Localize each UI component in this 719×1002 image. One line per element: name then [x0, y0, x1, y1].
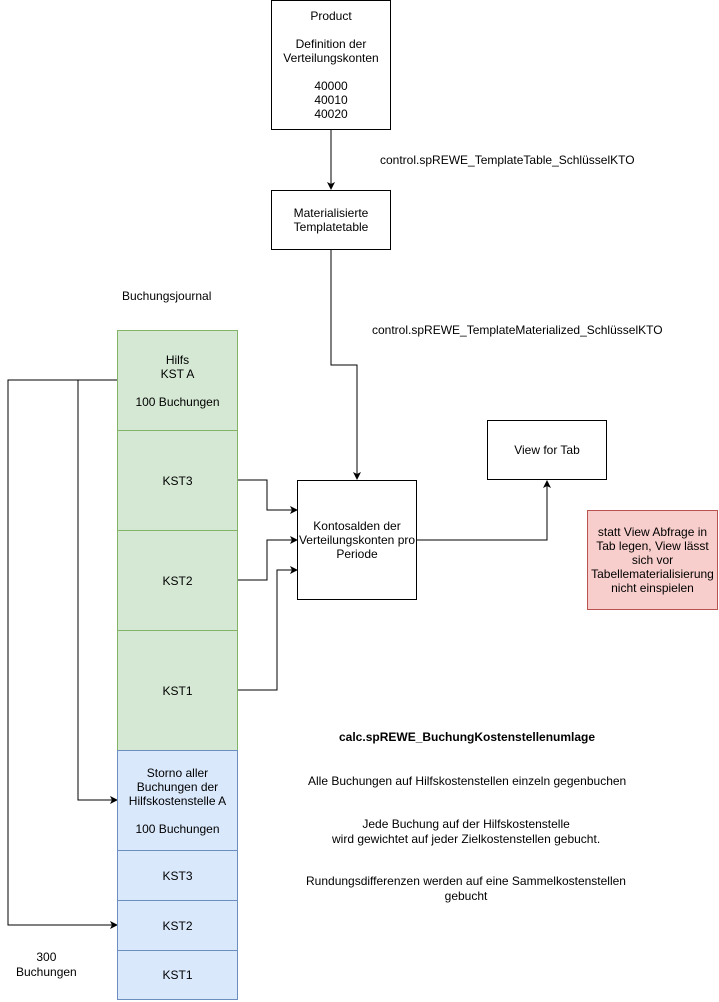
materialized-templatetable-node[interactable]: Materialisierte Templatetable — [271, 190, 391, 250]
product-node[interactable]: Product Definition der Verteilungskonten… — [271, 0, 391, 130]
edge-label-template-materialized: control.spREWE_TemplateMaterialized_Schl… — [372, 323, 663, 337]
arrow-kst2-to-kontosalden — [237, 536, 298, 581]
arrow-hilfs-to-storno — [77, 379, 118, 804]
calc-title: calc.spREWE_BuchungKostenstellenumlage — [339, 730, 596, 744]
calc-line-3: Rundungsdifferenzen werden auf eine Samm… — [306, 874, 626, 903]
kontosalden-node[interactable]: Kontosalden der Verteilungskonten pro Pe… — [297, 480, 417, 600]
note-node[interactable]: statt View Abfrage in Tab legen, View lä… — [587, 510, 718, 610]
arrow-kst1-to-kontosalden — [237, 566, 298, 691]
kst3-blue-node[interactable]: KST3 — [117, 850, 238, 901]
calc-line-2: Jede Buchung auf der Hilfskostenstelle w… — [332, 817, 601, 846]
view-for-tab-node[interactable]: View for Tab — [487, 420, 607, 480]
calc-line-1: Alle Buchungen auf Hilfskostenstellen ei… — [308, 774, 627, 788]
kst1-green-node[interactable]: KST1 — [117, 630, 238, 751]
kst2-green-node[interactable]: KST2 — [117, 530, 238, 631]
arrow-kst3-to-kontosalden — [237, 479, 298, 514]
buchungen-count-label: 300 Buchungen — [16, 950, 77, 979]
storno-node[interactable]: Storno aller Buchungen der Hilfskostenst… — [117, 750, 238, 851]
kst1-blue-node[interactable]: KST1 — [117, 950, 238, 1000]
arrow-kontosalden-to-view — [417, 480, 551, 541]
arrow-hilfs-to-kst2 — [7, 379, 118, 929]
kst2-blue-node[interactable]: KST2 — [117, 900, 238, 951]
arrow-materialized-to-kontosalden — [330, 250, 361, 480]
buchungsjournal-label: Buchungsjournal — [122, 289, 212, 303]
hilfs-kst-a-node[interactable]: Hilfs KST A 100 Buchungen — [117, 330, 238, 431]
edge-label-template-table: control.spREWE_TemplateTable_SchlüsselKT… — [380, 153, 635, 167]
kst3-green-node[interactable]: KST3 — [117, 430, 238, 531]
